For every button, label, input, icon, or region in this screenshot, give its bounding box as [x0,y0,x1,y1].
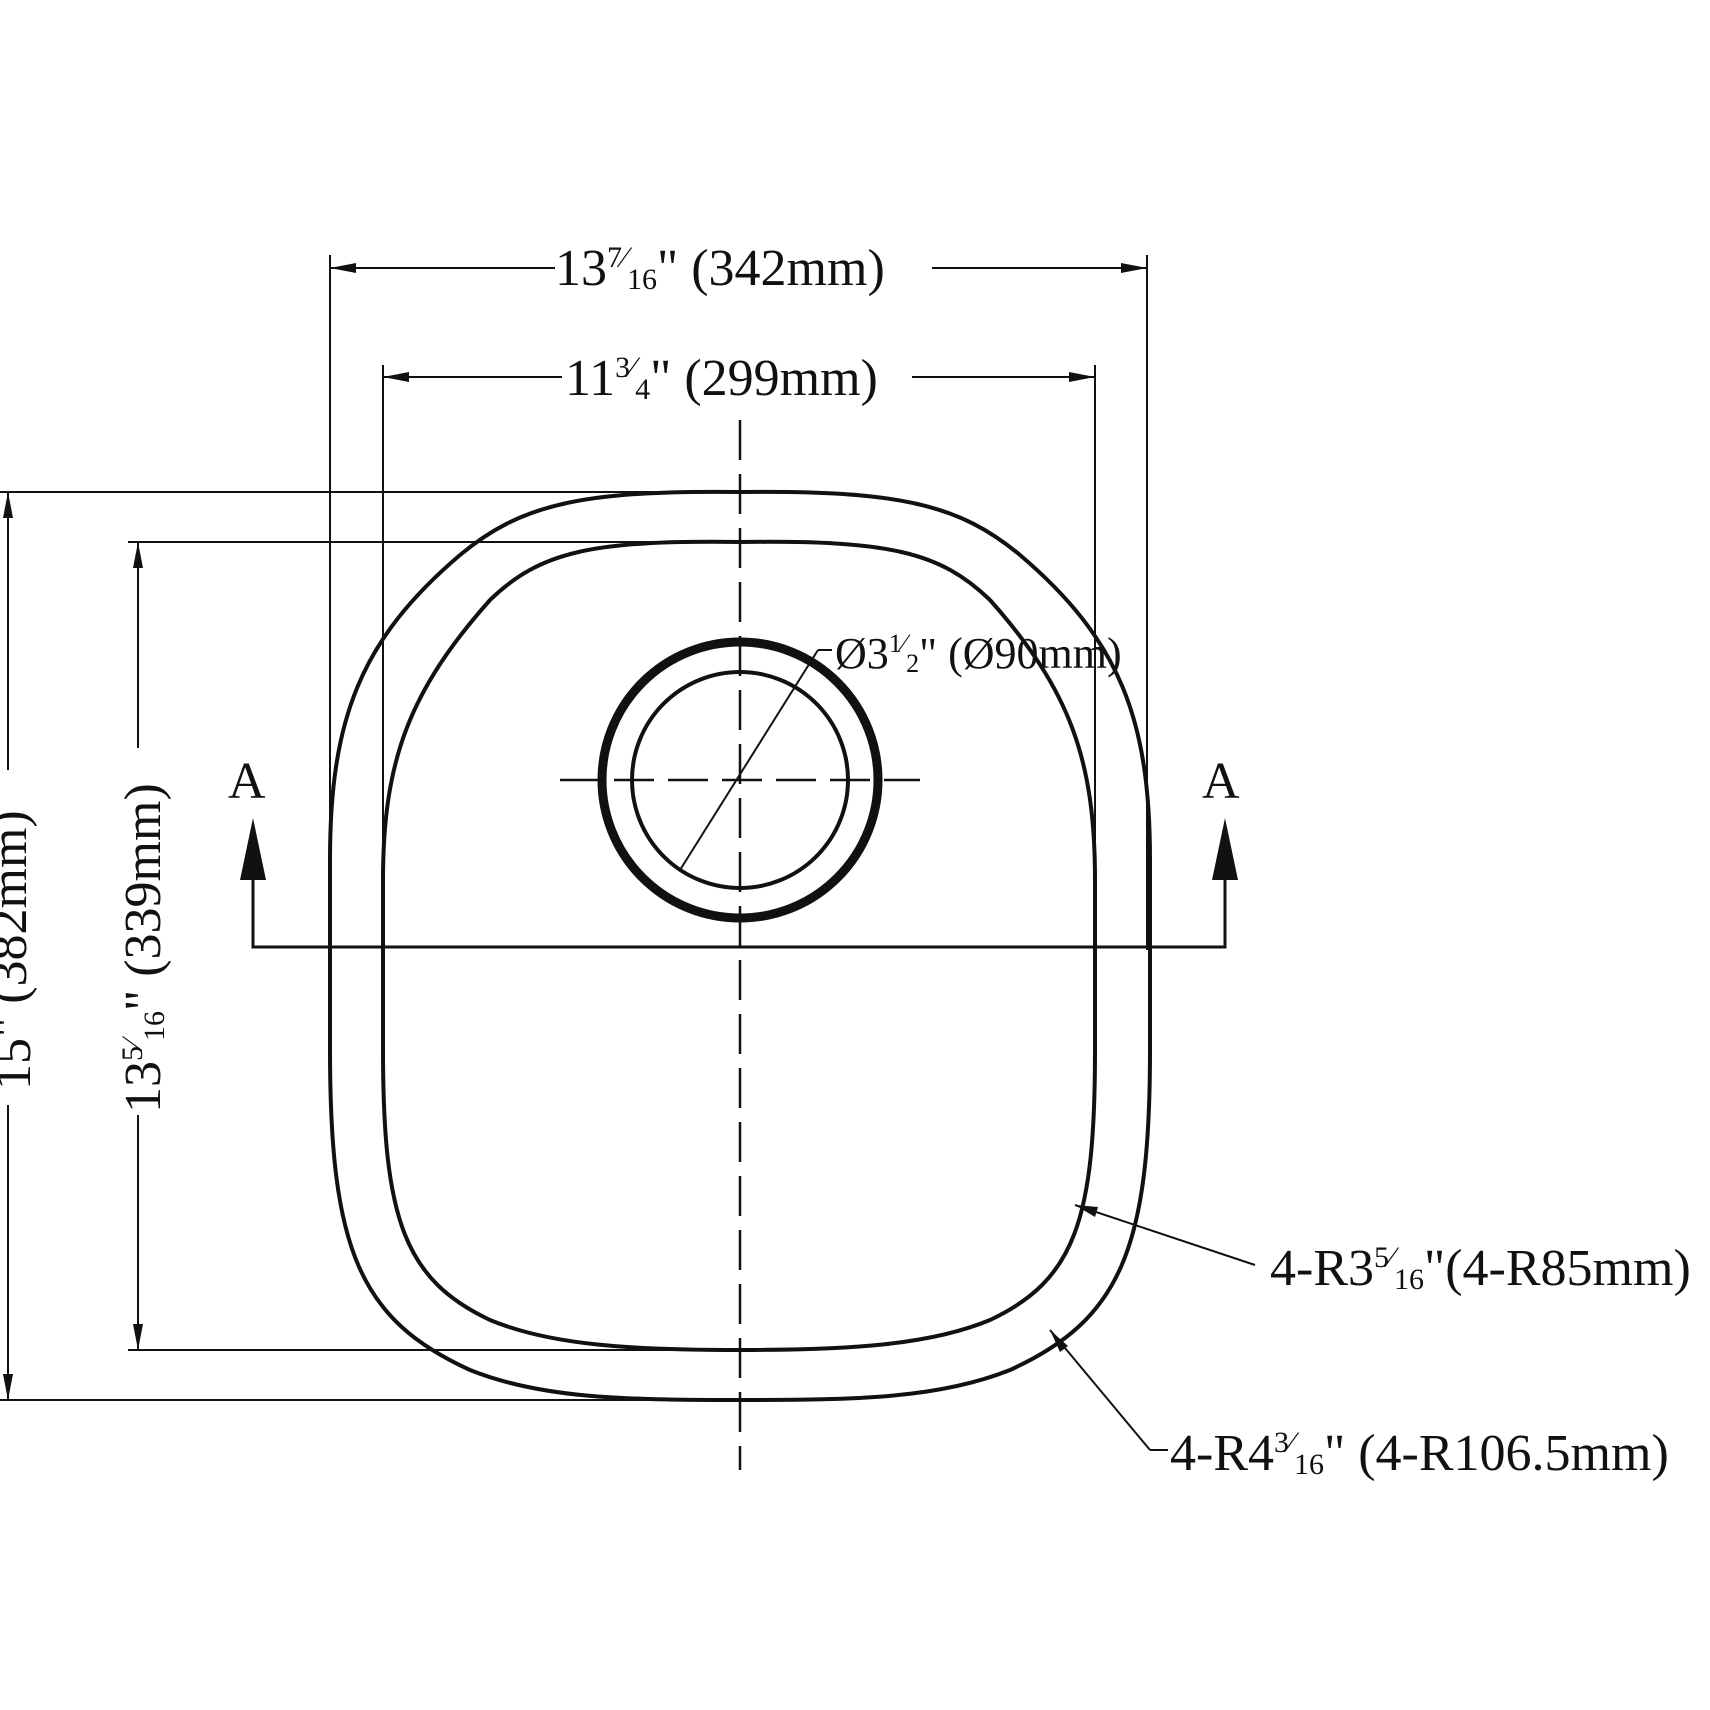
section-line-a-a [251,880,1227,949]
inner-height-arrow-bottom [133,1324,143,1350]
inner-height-label: 135⁄16" (339mm) [115,783,172,1113]
section-label-right: A [1202,753,1240,810]
section-label-left: A [228,753,266,810]
inner-radius-label: 4-R35⁄16"(4-R85mm) [1270,1240,1691,1297]
outer-radius-leader [1049,1329,1151,1451]
outer-radius-label: 4-R43⁄16" (4-R106.5mm) [1170,1425,1669,1482]
outer-width-label: 137⁄16" (342mm) [555,240,885,297]
inner-width-arrow-right [1069,372,1095,382]
outer-height-label: 15" (382mm) [0,810,42,1090]
outer-radius-leader-arrow [1050,1330,1068,1352]
section-arrow-right [1212,818,1238,880]
outer-width-arrow-left [330,263,356,273]
inner-width-arrow-left [383,372,409,382]
drain-diameter-leader [679,649,819,871]
inner-width-label: 113⁄4" (299mm) [565,350,878,407]
inner-height-arrow-top [133,542,143,568]
inner-radius-leader-arrow [1075,1205,1098,1217]
drain-outer-ring [597,637,883,923]
section-arrow-left [240,818,266,880]
inner-radius-leader [1074,1204,1256,1266]
drain-diameter-label: Ø31⁄2" (Ø90mm) [835,629,1122,678]
drain-inner-ring [630,670,850,890]
outer-height-arrow-bottom [3,1374,13,1400]
outer-height-arrow-top [3,492,13,518]
outer-width-arrow-right [1121,263,1147,273]
